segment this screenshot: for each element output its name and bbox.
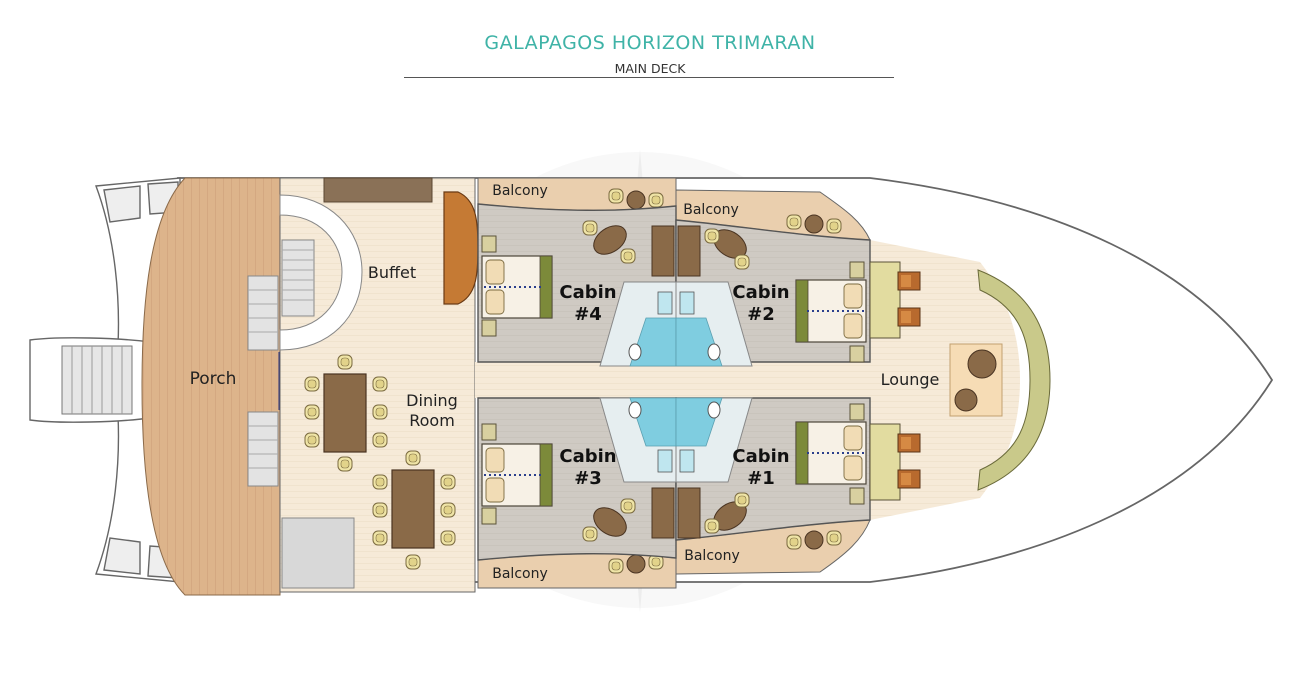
- wardrobes: [651, 225, 701, 539]
- balcony-upper-right-label: Balcony: [683, 202, 739, 218]
- lounge-furniture: [869, 261, 1003, 501]
- cabin-4-bed: [481, 255, 553, 319]
- bathrooms-lower: [599, 397, 753, 483]
- header: GALAPAGOS HORIZON TRIMARAN MAIN DECK: [0, 0, 1300, 90]
- stern-ladder: [29, 337, 151, 423]
- cabin-1-bed: [795, 421, 867, 485]
- balcony-lower-left-label: Balcony: [492, 566, 548, 582]
- staircase: [247, 194, 363, 487]
- buffet-label: Buffet: [368, 263, 416, 282]
- lounge-label: Lounge: [881, 370, 940, 389]
- dining-label-line1: Dining: [406, 391, 458, 410]
- dining-table-1: [304, 354, 388, 472]
- buffet-counter: [323, 177, 433, 203]
- storage-room: [281, 517, 355, 589]
- cabin-2-label-line2: #2: [747, 304, 775, 325]
- cabin-2-bed: [795, 279, 867, 343]
- cabin-1-label-line1: Cabin: [732, 446, 789, 467]
- buffet-sofa: [443, 191, 479, 305]
- bathrooms-upper: [599, 281, 753, 367]
- cabin-4-label-line1: Cabin: [559, 282, 616, 303]
- cabin-3-label-line1: Cabin: [559, 446, 616, 467]
- cabin-4-label-line2: #4: [574, 304, 602, 325]
- cabin-2-label-line1: Cabin: [732, 282, 789, 303]
- cabin-3-bed: [481, 443, 553, 507]
- balcony-furniture: [608, 188, 842, 574]
- page-title: GALAPAGOS HORIZON TRIMARAN: [484, 32, 816, 54]
- page-subtitle: MAIN DECK: [614, 61, 686, 76]
- dining-label-line2: Room: [409, 411, 455, 430]
- balcony-lower-right-label: Balcony: [684, 548, 740, 564]
- cabin-tables: [582, 220, 750, 542]
- nightstands: [481, 235, 865, 525]
- corridor-floor: [475, 362, 875, 398]
- bow-bench: [977, 269, 1051, 491]
- porch-area: [141, 177, 281, 596]
- porch-label: Porch: [190, 369, 237, 389]
- cabin-3-label-line2: #3: [574, 468, 602, 489]
- title-divider: [404, 77, 894, 78]
- cabin-1-label-line2: #1: [747, 468, 775, 489]
- balcony-upper-left-label: Balcony: [492, 183, 548, 199]
- dining-table-2: [372, 450, 456, 570]
